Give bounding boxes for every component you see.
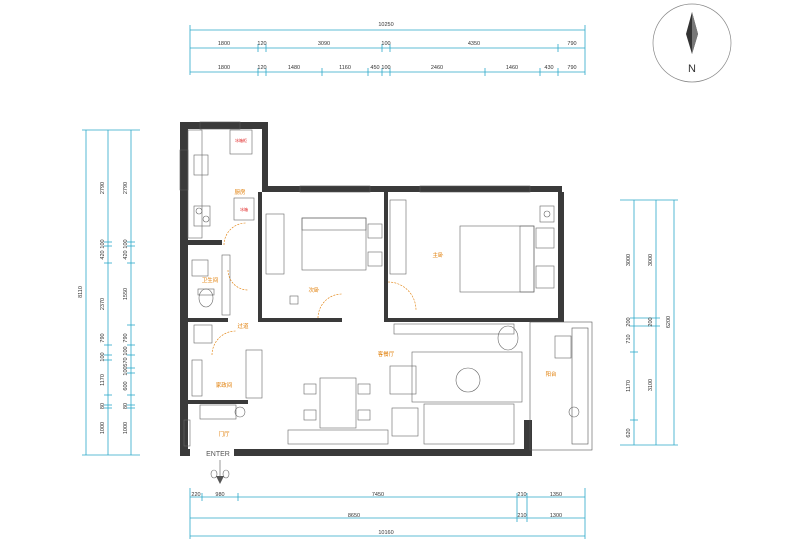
left-outer-dim: 100 [100,239,106,248]
top-row1-dim: 3090 [318,41,330,47]
bottom-total-dim: 10160 [378,530,393,536]
left-inner-dim: 100 [123,239,129,248]
top-row2-dim: 790 [567,65,576,71]
left-inner-dim: 570 [123,357,129,366]
left-inner-dim: 790 [123,333,129,342]
right-outer-dim: 620 [626,428,632,437]
right-total-dim: 6200 [666,316,672,328]
top-row2-dim: 120 [257,65,266,71]
bottom-row2-dim: 1300 [550,513,562,519]
top-row1-dim: 790 [567,41,576,47]
corridor-area: 过道 家政间 门厅 [183,322,263,447]
left-inner-dim: 80 [123,403,129,409]
room-label-master-bedroom: 主卧 [432,251,444,259]
top-row2-dim: 100 [381,65,390,71]
room-label-bathroom: 卫生间 [202,276,219,284]
fridge-cabinet-label: 冰箱柜 [235,137,247,143]
compass: N [652,3,732,83]
left-inner-dim: 420 [123,250,129,259]
living-dining: 客餐厅 阳台 [287,323,557,445]
room-label-foyer: 门厅 [218,430,230,438]
entrance-label: ENTER [206,451,230,458]
top-row2-dim: 1800 [218,65,230,71]
right-outer-dim: 200 [626,317,632,326]
top-row1-dim: 100 [381,41,390,47]
room-label-corridor: 过道 [237,322,249,330]
right-outer-dim: 710 [626,334,632,343]
left-inner-dim: 1550 [123,288,129,300]
left-dimensions: 8110 2790 100 420 2370 790 100 1170 80 1… [78,129,140,456]
room-label-living-dining: 客餐厅 [378,350,395,358]
top-row2-dim: 1460 [506,65,518,71]
top-row1-dim: 1800 [218,41,230,47]
appliance-label: 冰箱 [240,206,248,212]
bottom-row1-dim: 220 [191,492,200,498]
left-inner-dim: 100 [123,346,129,355]
walls [180,122,564,456]
bottom-row1-dim: 980 [215,492,224,498]
kitchen: 冰箱柜 冰箱 厨房 [187,129,255,246]
top-row2-dim: 2460 [431,65,443,71]
windows [179,121,531,193]
master-bedroom: 主卧 [387,199,555,311]
left-outer-dim: 2370 [100,298,106,310]
left-inner-dim: 100 [123,366,129,375]
top-row1-dim: 4350 [468,41,480,47]
balcony [529,321,593,451]
left-inner-dim: 600 [123,381,129,390]
room-label-balcony: 阳台 [545,370,557,378]
top-total-dim: 10250 [378,22,393,28]
entrance-arrow-icon [216,476,224,484]
bottom-row1-dim: 1350 [550,492,562,498]
right-outer-dim: 1170 [626,380,632,392]
left-outer-dim: 1000 [100,422,106,434]
footprint-icon [210,469,218,479]
bathroom: 卫生间 [191,254,249,316]
top-row2-dim: 1160 [339,65,351,71]
entrance: ENTER [206,451,230,484]
left-outer-dim: 420 [100,250,106,259]
footprint-icon [222,469,230,479]
left-inner-dim: 2790 [123,182,129,194]
left-outer-dim: 790 [100,333,106,342]
left-outer-dim: 2790 [100,182,106,194]
top-dimensions: 10250 1800 120 3090 100 4350 790 1800 [189,22,586,76]
room-label-second-bedroom: 次卧 [308,286,320,294]
left-outer-dim: 100 [100,352,106,361]
top-row2-dim: 1480 [288,65,300,71]
right-inner-dim: 3100 [648,379,654,391]
compass-north-label: N [688,63,696,75]
left-outer-dim: 80 [100,403,106,409]
bottom-row2-dim: 210 [517,513,526,519]
bottom-row2-dim: 8650 [348,513,360,519]
bottom-row1-dim: 7450 [372,492,384,498]
room-label-laundry: 家政间 [216,381,233,389]
top-row1-dim: 120 [257,41,266,47]
left-total-dim: 8110 [78,286,84,298]
right-outer-dim: 3000 [626,254,632,266]
right-dimensions: 3000 200 710 1170 620 3000 200 3100 6200 [620,199,678,446]
top-row2-dim: 430 [544,65,553,71]
top-row2-dim: 450 [370,65,379,71]
bottom-row1-dim: 210 [517,492,526,498]
room-label-kitchen: 厨房 [234,188,246,196]
right-inner-dim: 200 [648,317,654,326]
right-inner-dim: 3000 [648,254,654,266]
second-bedroom: 次卧 [265,213,383,319]
left-outer-dim: 1170 [100,374,106,386]
bottom-dimensions: 220 980 7450 210 1350 8650 210 1300 1016… [189,488,586,539]
compass-circle [652,3,732,83]
left-inner-dim: 1000 [123,422,129,434]
